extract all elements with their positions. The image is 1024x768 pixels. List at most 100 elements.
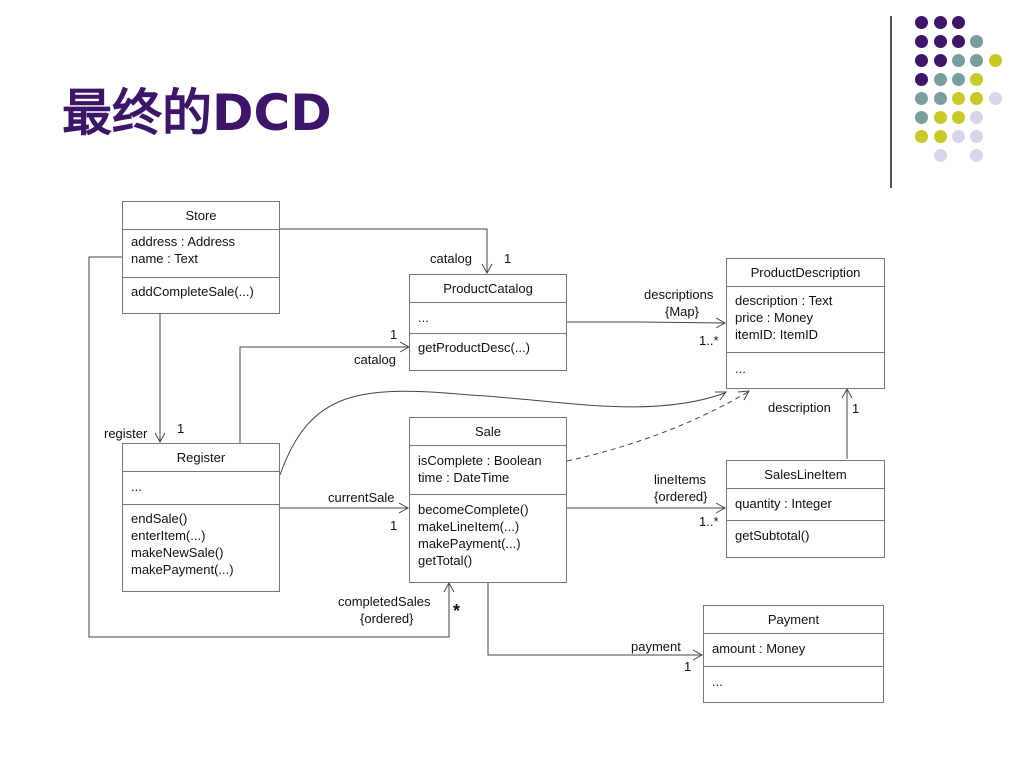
decorative-dot (970, 92, 983, 105)
decorative-dot (970, 111, 983, 124)
decorative-dot (952, 54, 965, 67)
role-label-completed-sales: completedSales (338, 594, 431, 609)
multiplicity-label: 1 (504, 251, 512, 266)
attributes-section: ... (123, 471, 279, 504)
arrowhead-register (154, 432, 166, 444)
decorative-dot (934, 16, 947, 29)
class-name: Register (176, 450, 226, 465)
decorative-dot (970, 35, 983, 48)
operation: becomeComplete() (418, 502, 529, 517)
arrowhead-current-sale (398, 502, 410, 514)
operations-section: ... (727, 352, 884, 380)
class-payment: Payment amount : Money ... (703, 605, 884, 703)
arrowhead-register-description (715, 391, 727, 401)
class-name: ProductDescription (750, 265, 861, 280)
operation: enterItem(...) (131, 528, 206, 543)
class-name: Sale (474, 424, 502, 439)
attributes-section: quantity : Integer (727, 488, 884, 520)
arrowhead-description (841, 387, 853, 399)
attribute: itemID: ItemID (735, 327, 819, 342)
decorative-dot (915, 35, 928, 48)
decorative-dot (934, 111, 947, 124)
decorative-dot (952, 73, 965, 86)
decorative-dot (915, 54, 928, 67)
role-label-register: register (104, 426, 148, 441)
multiplicity-label: 1 (390, 327, 398, 342)
assoc-register-catalog (239, 346, 408, 443)
operation: getSubtotal() (735, 528, 810, 543)
role-label-descriptions: descriptions (644, 287, 714, 302)
class-sales-line-item: SalesLineItem quantity : Integer getSubt… (726, 460, 885, 558)
role-label-description: description (768, 400, 831, 415)
attribute: price : Money (735, 310, 814, 325)
decorative-dot (952, 92, 965, 105)
class-store: Store address : Address name : Text addC… (122, 201, 280, 314)
operation: endSale() (131, 511, 188, 526)
attribute: name : Text (131, 251, 198, 266)
constraint-label-map: {Map} (665, 304, 699, 319)
attribute: ... (418, 310, 429, 325)
multiplicity-label: 1..* (699, 333, 719, 348)
multiplicity-label: 1 (390, 518, 398, 533)
operation: makePayment(...) (418, 536, 521, 551)
attributes-section: description : Text price : Money itemID:… (727, 286, 884, 352)
divider-line (890, 16, 892, 188)
decorative-dot (970, 130, 983, 143)
role-label-current-sale: currentSale (328, 490, 395, 505)
class-name: ProductCatalog (443, 281, 533, 296)
decorative-dot (934, 92, 947, 105)
decorative-dot (915, 16, 928, 29)
decorative-dot (952, 35, 965, 48)
attribute: amount : Money (712, 641, 806, 656)
attribute: ... (131, 479, 142, 494)
operation: ... (712, 674, 723, 689)
class-name: SalesLineItem (764, 467, 847, 482)
assoc-store-catalog (279, 228, 488, 272)
arrowhead-catalog (481, 263, 493, 275)
class-product-description: ProductDescription description : Text pr… (726, 258, 885, 389)
role-label-line-items: lineItems (654, 472, 707, 487)
attributes-section: address : Address name : Text (123, 229, 279, 277)
class-register: Register ... endSale() enterItem(...) ma… (122, 443, 280, 592)
decorative-dot (934, 130, 947, 143)
multiplicity-label: 1 (852, 401, 860, 416)
operations-section: endSale() enterItem(...) makeNewSale() m… (123, 504, 279, 581)
role-label-catalog: catalog (430, 251, 472, 266)
arrowhead-payment (692, 649, 704, 661)
operation: ... (735, 361, 746, 376)
operation: getProductDesc(...) (418, 340, 530, 355)
decorative-dot (952, 111, 965, 124)
dependency-sale-description (566, 391, 749, 462)
decorative-dot (989, 92, 1002, 105)
class-product-catalog: ProductCatalog ... getProductDesc(...) (409, 274, 567, 371)
arrowhead-sale-description (737, 390, 750, 401)
attribute: description : Text (735, 293, 833, 308)
operation: makeLineItem(...) (418, 519, 520, 534)
decorative-dot (970, 149, 983, 162)
decorative-dot (915, 73, 928, 86)
arrowhead-descriptions (715, 317, 727, 329)
dependency-register-description (279, 390, 726, 476)
class-sale: Sale isComplete : Boolean time : DateTim… (409, 417, 567, 583)
attribute: address : Address (131, 234, 236, 249)
operation: addCompleteSale(...) (131, 284, 254, 299)
constraint-label-ordered: {ordered} (654, 489, 708, 504)
decorative-dot (934, 149, 947, 162)
operations-section: getProductDesc(...) (410, 333, 566, 359)
operations-section: addCompleteSale(...) (123, 277, 279, 303)
attribute: quantity : Integer (735, 496, 832, 511)
decorative-dot (915, 130, 928, 143)
arrowhead-completed-sales (443, 581, 455, 593)
role-label-catalog: catalog (354, 352, 396, 367)
operations-section: ... (704, 666, 883, 693)
arrowhead-line-items (715, 502, 727, 514)
decorative-dot (915, 111, 928, 124)
attribute: time : DateTime (418, 470, 510, 485)
operation: makeNewSale() (131, 545, 224, 560)
class-name: Payment (767, 612, 820, 627)
operation: makePayment(...) (131, 562, 234, 577)
decorative-dot (952, 16, 965, 29)
decorative-dot (934, 54, 947, 67)
assoc-catalog-description (567, 321, 725, 324)
operations-section: getSubtotal() (727, 520, 884, 547)
